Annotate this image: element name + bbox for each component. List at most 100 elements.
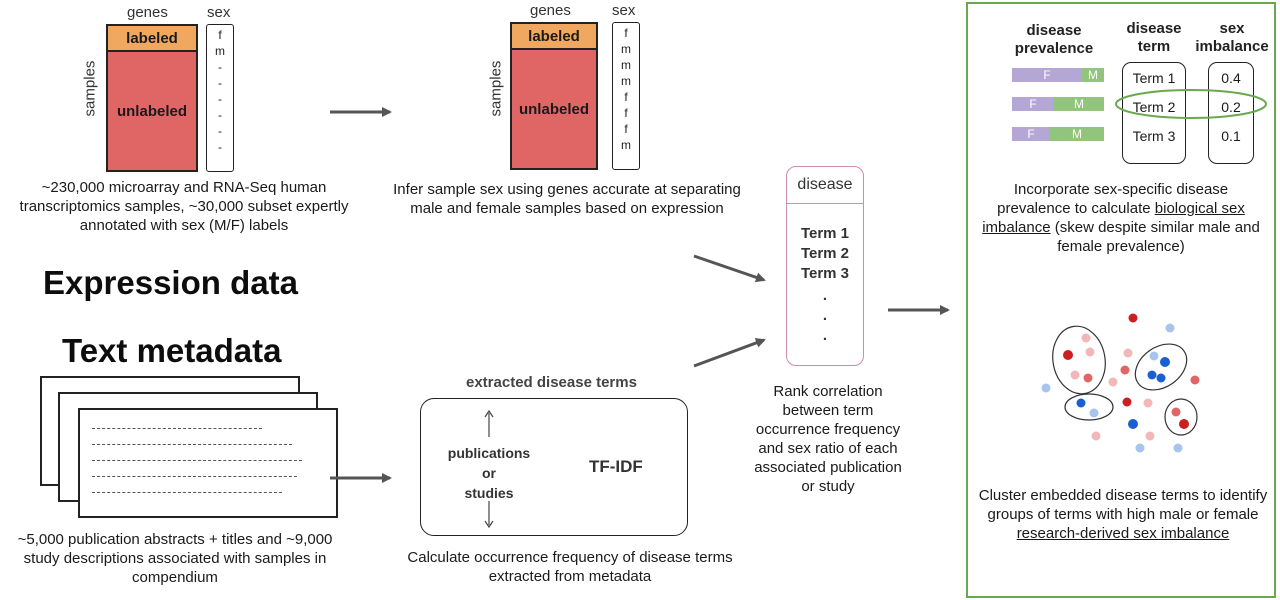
tfidf-caption: Calculate occurrence frequency of diseas… <box>407 549 733 585</box>
term-cell: Term 1 <box>1132 69 1176 86</box>
data-point <box>1179 419 1189 429</box>
prevalence-bar: F M <box>1012 127 1104 141</box>
caption-text: Incorporate sex-specific disease prevale… <box>997 181 1229 217</box>
disease-header: disease <box>787 167 863 204</box>
infer-sex-caption: Infer sample sex using genes accurate at… <box>393 181 741 217</box>
pub-label-line: publications <box>447 445 531 461</box>
expression-title: Expression data <box>43 264 298 301</box>
data-point <box>1135 443 1145 453</box>
ellipsis-dot: . <box>822 287 828 304</box>
arrow-icon <box>693 338 766 368</box>
term-column: Term 1 Term 2 Term 3 <box>1122 62 1186 164</box>
unlabeled-region: unlabeled <box>510 50 598 170</box>
vertical-double-arrow-icon <box>484 409 494 529</box>
disease-term: Term 1 <box>800 225 850 242</box>
prevalence-bar: F M <box>1012 68 1104 82</box>
sex-value: m <box>621 58 631 72</box>
data-point <box>1123 348 1133 358</box>
male-segment: M <box>1054 97 1104 111</box>
data-point <box>1147 370 1157 380</box>
document-front <box>78 408 338 518</box>
sex-value: - <box>218 108 222 122</box>
ellipsis-dot: . <box>822 307 828 324</box>
sex-value: - <box>218 60 222 74</box>
data-point <box>1128 419 1138 429</box>
sex-label: sex <box>612 2 636 19</box>
data-point <box>1145 431 1155 441</box>
labeled-region: labeled <box>510 22 598 50</box>
imbalance-header: sex imbalance <box>1195 20 1269 55</box>
data-point <box>1070 370 1080 380</box>
text-line <box>92 428 262 429</box>
data-point <box>1171 407 1181 417</box>
male-segment: M <box>1082 68 1104 82</box>
publications-label: publications or studies <box>431 443 547 503</box>
highlight-ellipse <box>1115 89 1267 119</box>
disease-column: disease Term 1 Term 2 Term 3 . . . <box>786 166 864 366</box>
data-point <box>1149 351 1159 361</box>
tfidf-label: TF-IDF <box>589 457 643 476</box>
unlabeled-region: unlabeled <box>106 52 198 172</box>
cluster-plot <box>1041 313 1200 453</box>
tfidf-box: publications or studies TF-IDF <box>420 398 688 536</box>
arrow-icon <box>693 254 766 283</box>
sex-value: f <box>624 106 628 120</box>
data-point <box>1083 373 1093 383</box>
cluster-ellipse <box>1052 325 1106 395</box>
data-point <box>1120 365 1130 375</box>
text-line <box>92 444 292 445</box>
rank-correlation-caption: Rank correlation between term occurrence… <box>754 383 902 495</box>
sex-column-right: f m m m f f f m <box>612 22 640 170</box>
labeled-region: labeled <box>106 24 198 52</box>
sex-value: - <box>218 76 222 90</box>
female-segment: F <box>1012 97 1054 111</box>
imbalance-cell: 0.2 <box>1221 98 1241 115</box>
data-point <box>1122 397 1132 407</box>
sex-value: m <box>621 42 631 56</box>
imbalance-cell: 0.4 <box>1221 69 1241 86</box>
sex-value: m <box>621 138 631 152</box>
term-header: disease term <box>1126 20 1182 55</box>
imbalance-cell: 0.1 <box>1221 127 1241 144</box>
cluster-ellipse <box>1134 343 1188 391</box>
data-point <box>1165 323 1175 333</box>
data-point <box>1128 313 1138 323</box>
female-segment: F <box>1012 68 1082 82</box>
data-point <box>1041 383 1051 393</box>
data-point <box>1143 398 1153 408</box>
caption-text: Cluster embedded disease terms to identi… <box>978 487 1268 523</box>
term-cell: Term 2 <box>1132 98 1176 115</box>
sex-value: f <box>624 90 628 104</box>
data-point <box>1063 350 1073 360</box>
sex-value: m <box>621 74 631 88</box>
documents-caption: ~5,000 publication abstracts + titles an… <box>17 531 333 586</box>
research-derived-sex-imbalance-term: research-derived sex imbalance <box>1016 525 1230 542</box>
text-line <box>92 460 302 461</box>
data-point <box>1190 375 1200 385</box>
prevalence-bar: F M <box>1012 97 1104 111</box>
text-line <box>92 492 282 493</box>
data-point <box>1173 443 1183 453</box>
sex-value: f <box>218 28 222 42</box>
disease-term: Term 2 <box>800 245 850 262</box>
caption-text: (skew despite similar male and female pr… <box>1050 219 1260 255</box>
sex-value: - <box>218 92 222 106</box>
biological-imbalance-caption: Incorporate sex-specific disease prevale… <box>980 180 1262 256</box>
genes-label: genes <box>530 2 571 19</box>
cluster-ellipse <box>1164 398 1198 436</box>
data-point <box>1108 377 1118 387</box>
data-point <box>1076 398 1086 408</box>
female-segment: F <box>1012 127 1050 141</box>
cluster-ellipse <box>1064 393 1114 421</box>
sex-value: f <box>624 122 628 136</box>
term-cell: Term 3 <box>1132 127 1176 144</box>
research-imbalance-caption: Cluster embedded disease terms to identi… <box>978 486 1268 543</box>
text-line <box>92 476 297 477</box>
disease-term: Term 3 <box>800 265 850 282</box>
genes-label: genes <box>127 4 168 21</box>
sex-column-left: f m - - - - - - <box>206 24 234 172</box>
pub-label-line: or <box>482 465 496 481</box>
data-point <box>1156 373 1166 383</box>
expression-caption: ~230,000 microarray and RNA-Seq human tr… <box>19 179 349 234</box>
sex-value: - <box>218 140 222 154</box>
